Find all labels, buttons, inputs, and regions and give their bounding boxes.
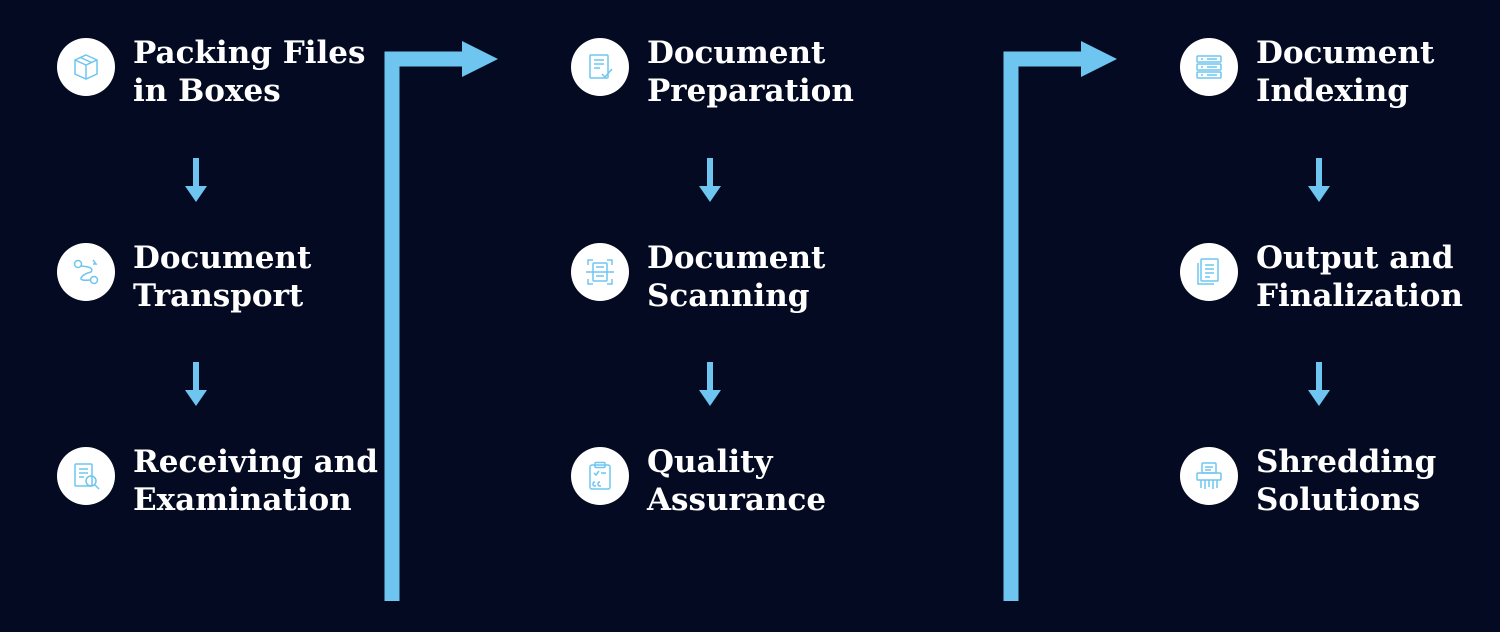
step-label: Output and Finalization (1256, 240, 1463, 314)
shredder-icon (1180, 447, 1238, 505)
step-label: Document Preparation (647, 35, 854, 109)
step-document-indexing: Document Indexing (1180, 34, 1434, 110)
connector-arrow (384, 41, 498, 601)
route-icon (57, 243, 115, 301)
down-arrow (1308, 158, 1330, 202)
connector-arrow (1003, 41, 1117, 601)
step-quality-assurance: Quality Assurance (571, 443, 826, 519)
document-search-icon (57, 447, 115, 505)
down-arrow (699, 362, 721, 406)
down-arrow (1308, 362, 1330, 406)
step-label: Shredding Solutions (1256, 444, 1437, 518)
step-label: Document Transport (133, 240, 312, 314)
step-label: Receiving and Examination (133, 444, 378, 518)
down-arrow (185, 362, 207, 406)
step-shredding-solutions: Shredding Solutions (1180, 443, 1436, 519)
output-document-icon (1180, 243, 1238, 301)
step-output-finalization: Output and Finalization (1180, 239, 1463, 315)
step-packing-files: Packing Files in Boxes (57, 34, 365, 110)
qc-clipboard-icon (571, 447, 629, 505)
step-document-preparation: Document Preparation (571, 34, 854, 110)
down-arrow (699, 158, 721, 202)
step-label: Document Scanning (647, 240, 826, 314)
step-document-transport: Document Transport (57, 239, 311, 315)
index-list-icon (1180, 38, 1238, 96)
step-label: Packing Files in Boxes (133, 35, 366, 109)
down-arrow (185, 158, 207, 202)
scan-icon (571, 243, 629, 301)
step-label: Document Indexing (1256, 35, 1435, 109)
step-receiving-examination: Receiving and Examination (57, 443, 378, 519)
step-document-scanning: Document Scanning (571, 239, 825, 315)
box-icon (57, 38, 115, 96)
document-check-icon (571, 38, 629, 96)
step-label: Quality Assurance (647, 444, 827, 518)
